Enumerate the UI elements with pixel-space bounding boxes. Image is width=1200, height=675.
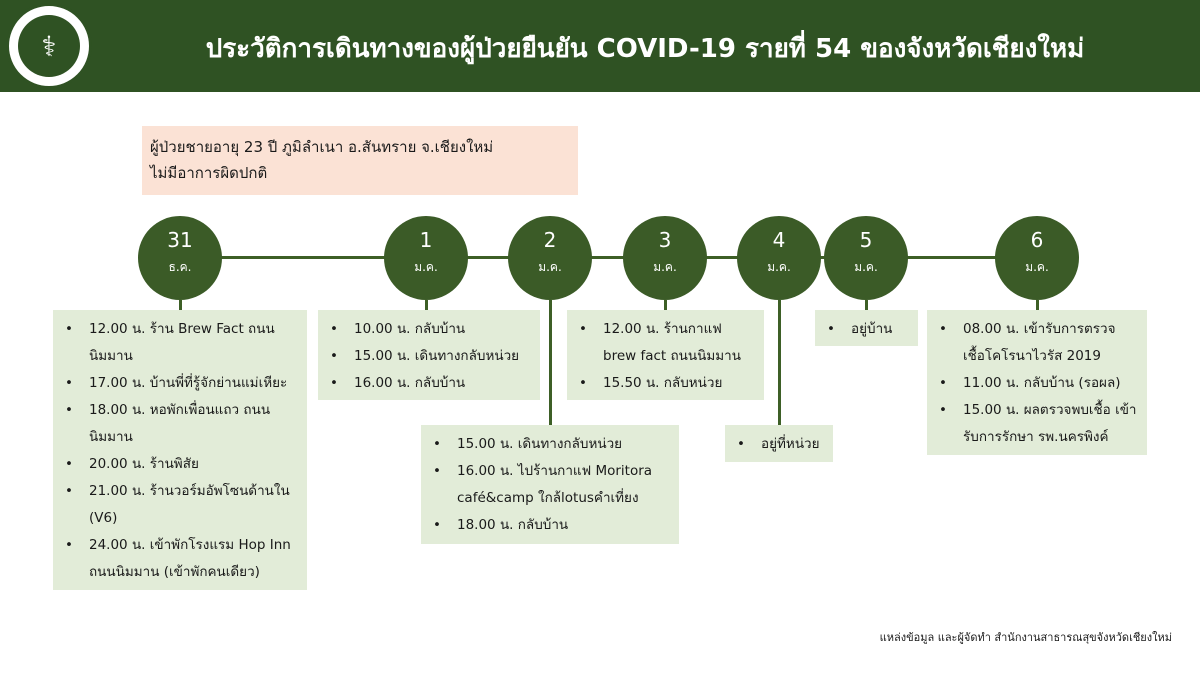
connector-line (179, 300, 182, 310)
event-item: 15.00 น. เดินทางกลับหน่วย (431, 431, 669, 458)
event-item: 08.00 น. เข้ารับการตรวจเชื้อโคโรนาไวรัส … (937, 316, 1137, 370)
event-item: 24.00 น. เข้าพักโรงแรม Hop Inn ถนนนิมมาน… (63, 532, 297, 586)
event-item: 12.00 น. ร้านกาแฟ brew fact ถนนนิมมาน (577, 316, 754, 370)
date-month: ม.ค. (653, 260, 677, 274)
page-title: ประวัติการเดินทางของผู้ป่วยยืนยัน COVID-… (205, 34, 1085, 64)
events-box: 12.00 น. ร้าน Brew Fact ถนนนิมมาน17.00 น… (53, 310, 307, 590)
connector-line (664, 300, 667, 310)
events-box: 15.00 น. เดินทางกลับหน่วย16.00 น. ไปร้าน… (421, 425, 679, 544)
event-item: 15.50 น. กลับหน่วย (577, 370, 754, 397)
patient-symptoms: ไม่มีอาการผิดปกติ (150, 164, 268, 182)
date-marker: 31 ธ.ค. (138, 216, 222, 300)
date-day: 31 (167, 228, 193, 252)
event-item: 11.00 น. กลับบ้าน (รอผล) (937, 370, 1137, 397)
patient-description: ผู้ป่วยชายอายุ 23 ปี ภูมิลำเนา อ.สันทราย… (150, 138, 494, 156)
date-day: 5 (859, 228, 873, 252)
date-day: 3 (658, 228, 672, 252)
date-day: 6 (1030, 228, 1044, 252)
event-item: 21.00 น. ร้านวอร์มอัพโซนด้านใน (V6) (63, 478, 297, 532)
events-box: อยู่บ้าน (815, 310, 918, 346)
events-box: 10.00 น. กลับบ้าน15.00 น. เดินทางกลับหน่… (318, 310, 540, 400)
date-month: ม.ค. (414, 260, 438, 274)
events-box: อยู่ที่หน่วย (725, 425, 833, 462)
connector-line (1036, 300, 1039, 310)
patient-info-box: ผู้ป่วยชายอายุ 23 ปี ภูมิลำเนา อ.สันทราย… (142, 126, 578, 195)
event-item: 15.00 น. ผลตรวจพบเชื้อ เข้ารับการรักษา ร… (937, 397, 1137, 451)
event-item: 18.00 น. กลับบ้าน (431, 512, 669, 539)
connector-line (549, 300, 552, 425)
event-item: อยู่บ้าน (825, 316, 908, 343)
event-item: 12.00 น. ร้าน Brew Fact ถนนนิมมาน (63, 316, 297, 370)
caduceus-icon: ⚕ (18, 15, 80, 77)
events-box: 08.00 น. เข้ารับการตรวจเชื้อโคโรนาไวรัส … (927, 310, 1147, 455)
date-marker: 4 ม.ค. (737, 216, 821, 300)
date-marker: 1 ม.ค. (384, 216, 468, 300)
date-month: ม.ค. (538, 260, 562, 274)
connector-line (865, 300, 868, 310)
event-item: 16.00 น. ไปร้านกาแฟ Moritora café&camp ใ… (431, 458, 669, 512)
event-item: อยู่ที่หน่วย (735, 431, 823, 458)
date-day: 4 (772, 228, 786, 252)
timeline-line (180, 256, 1038, 259)
date-month: ธ.ค. (168, 260, 192, 274)
date-marker: 5 ม.ค. (824, 216, 908, 300)
events-box: 12.00 น. ร้านกาแฟ brew fact ถนนนิมมาน15.… (567, 310, 764, 400)
connector-line (778, 300, 781, 425)
date-marker: 6 ม.ค. (995, 216, 1079, 300)
event-item: 20.00 น. ร้านพิสัย (63, 451, 297, 478)
event-item: 18.00 น. หอพักเพื่อนแถว ถนนนิมมาน (63, 397, 297, 451)
date-month: ม.ค. (1025, 260, 1049, 274)
date-day: 1 (419, 228, 433, 252)
event-item: 16.00 น. กลับบ้าน (328, 370, 530, 397)
date-month: ม.ค. (854, 260, 878, 274)
ministry-logo: ⚕ (6, 3, 92, 89)
header-bar: ⚕ ประวัติการเดินทางของผู้ป่วยยืนยัน COVI… (0, 0, 1200, 92)
connector-line (425, 300, 428, 310)
date-month: ม.ค. (767, 260, 791, 274)
date-marker: 3 ม.ค. (623, 216, 707, 300)
event-item: 10.00 น. กลับบ้าน (328, 316, 530, 343)
event-item: 15.00 น. เดินทางกลับหน่วย (328, 343, 530, 370)
source-credit: แหล่งข้อมูล และผู้จัดทำ สำนักงานสาธารณสุ… (879, 631, 1172, 644)
date-day: 2 (543, 228, 557, 252)
date-marker: 2 ม.ค. (508, 216, 592, 300)
event-item: 17.00 น. บ้านพี่ที่รู้จักย่านแม่เหียะ (63, 370, 297, 397)
